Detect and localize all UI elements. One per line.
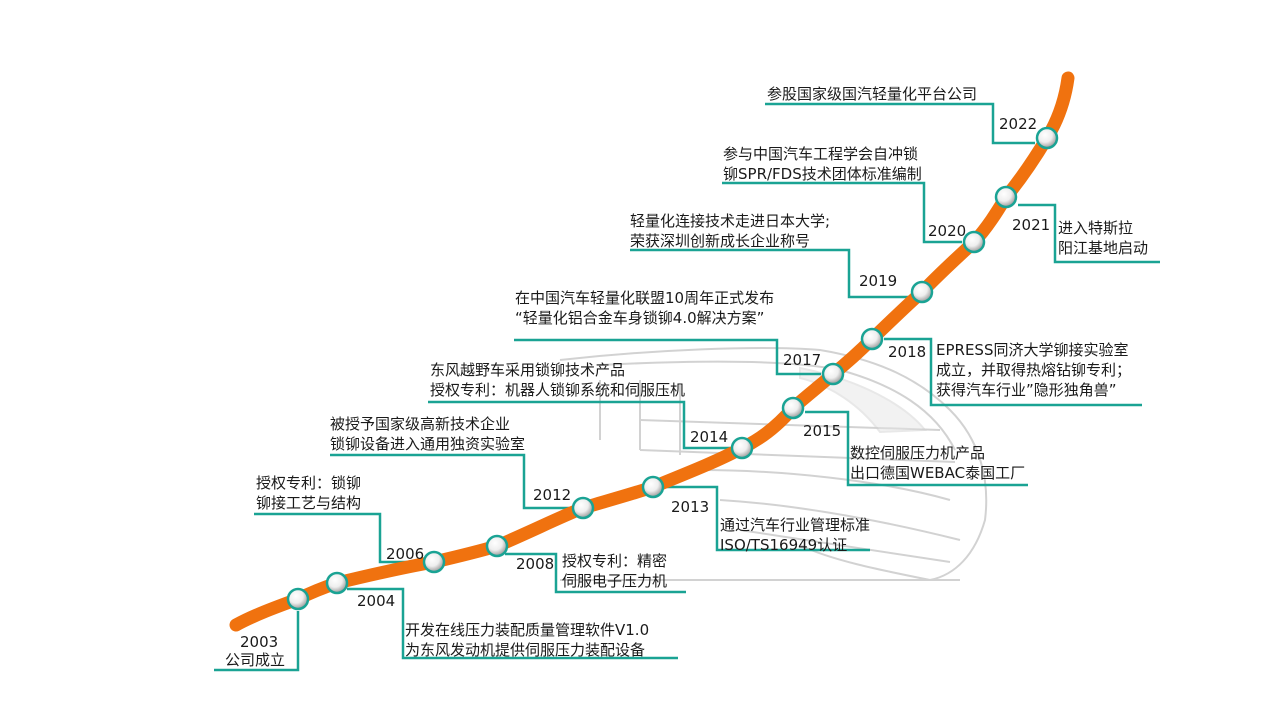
connector-line-2019: [630, 248, 910, 299]
milestone-text-2008: 授权专利：精密伺服电子压力机: [562, 551, 667, 591]
milestone-text-2020: 参与中国汽车工程学会自冲锁铆SPR/FDS技术团体标准编制: [723, 144, 922, 184]
milestone-text-2022: 参股国家级国汽轻量化平台公司: [767, 84, 977, 104]
timeline-node-2019: [910, 280, 934, 304]
year-label-2019: 2019: [859, 272, 898, 290]
year-label-2022: 2022: [999, 115, 1038, 133]
year-label-2006: 2006: [386, 545, 425, 563]
timeline-node-2014: [730, 436, 754, 460]
year-label-2020: 2020: [928, 222, 967, 240]
milestone-line: 进入特斯拉: [1058, 219, 1134, 237]
milestone-line: 轻量化连接技术走进日本大学;: [630, 212, 831, 230]
year-label-2017: 2017: [783, 351, 822, 369]
year-label-2014: 2014: [690, 428, 729, 446]
year-label-2015: 2015: [803, 422, 842, 440]
timeline-curve: [229, 71, 1075, 632]
timeline-node-2013: [641, 475, 665, 499]
milestone-line: 授权专利：精密: [562, 552, 668, 570]
milestone-line: 获得汽车行业”隐形独角兽”: [936, 381, 1117, 399]
connector-line-2013: [665, 485, 870, 552]
connector-line-2022: [765, 102, 1035, 145]
timeline-node-2012: [571, 496, 595, 520]
milestone-line: 阳江基地启动: [1058, 239, 1149, 257]
timeline-node-2008: [485, 534, 509, 558]
milestone-text-2021: 进入特斯拉阳江基地启动: [1058, 218, 1148, 258]
milestone-line: 开发在线压力装配质量管理软件V1.0: [405, 621, 650, 639]
timeline-node-2015: [781, 396, 805, 420]
milestone-line: 公司成立: [225, 651, 286, 669]
year-label-2013: 2013: [671, 498, 710, 516]
milestone-line: 为东风发动机提供伺服压力装配设备: [405, 641, 646, 659]
milestone-line: 授权专利：锁铆: [256, 474, 362, 492]
milestone-line: 锁铆设备进入通用独资实验室: [330, 435, 526, 453]
milestone-line: 参股国家级国汽轻量化平台公司: [767, 85, 978, 103]
timeline-node-2018: [860, 327, 884, 351]
milestone-text-2006: 授权专利：锁铆铆接工艺与结构: [256, 473, 361, 513]
year-label-2018: 2018: [888, 343, 927, 361]
milestone-line: 被授予国家级高新技术企业: [330, 415, 511, 433]
year-label-2004: 2004: [357, 592, 396, 610]
year-label-2008: 2008: [516, 555, 555, 573]
milestone-text-2019: 轻量化连接技术走进日本大学; 荣获深圳创新成长企业称号: [630, 211, 830, 251]
connector-line-2014: [428, 400, 730, 450]
milestone-line: 数控伺服压力机产品: [850, 444, 986, 462]
milestone-line: 伺服电子压力机: [562, 572, 668, 590]
milestone-line: 在中国汽车轻量化联盟10周年正式发布: [515, 289, 775, 307]
connector-line-2008: [505, 552, 686, 594]
milestone-line: 参与中国汽车工程学会自冲锁: [723, 145, 919, 163]
milestone-text-2017: 在中国汽车轻量化联盟10周年正式发布 “轻量化铝合金车身锁铆4.0解决方案”: [515, 288, 774, 328]
connector-line-2018: [884, 337, 1142, 407]
milestone-text-2012: 被授予国家级高新技术企业锁铆设备进入通用独资实验室: [330, 414, 525, 454]
timeline-node-2003: [286, 587, 310, 611]
milestone-text-2003: 公司成立: [225, 650, 285, 670]
timeline-node-2017: [821, 362, 845, 386]
milestone-line: ISO/TS16949认证: [720, 536, 848, 554]
milestone-line: 铆接工艺与结构: [256, 494, 362, 512]
connector-line-2020: [722, 181, 962, 244]
milestone-line: 出口德国WEBAC泰国工厂: [850, 464, 1026, 482]
connector-line-2012: [330, 453, 570, 510]
connector-line-2004: [347, 587, 678, 660]
milestone-line: 荣获深圳创新成长企业称号: [630, 232, 811, 250]
milestone-text-2014: 东风越野车采用锁铆技术产品授权专利：机器人锁铆系统和伺服压机: [430, 360, 685, 400]
year-label-2003: 2003: [240, 633, 279, 651]
connector-line-2003: [214, 611, 300, 672]
timeline-node-2021: [994, 185, 1018, 209]
timeline-node-2006: [422, 550, 446, 574]
milestone-line: “轻量化铝合金车身锁铆4.0解决方案”: [515, 309, 765, 327]
milestone-text-2013: 通过汽车行业管理标准 ISO/TS16949认证: [720, 515, 870, 555]
milestone-text-2018: EPRESS同济大学铆接实验室成立，并取得热熔钻铆专利； 获得汽车行业”隐形独角兽…: [936, 340, 1131, 400]
connector-line-2021: [1018, 203, 1160, 264]
milestone-line: EPRESS同济大学铆接实验室: [936, 341, 1129, 359]
timeline-node-2022: [1035, 126, 1059, 150]
milestone-text-2004: 开发在线压力装配质量管理软件V1.0 为东风发动机提供伺服压力装配设备: [405, 620, 649, 660]
year-label-2021: 2021: [1012, 216, 1051, 234]
timeline-node-2004: [325, 571, 349, 595]
milestone-line: 成立，并取得热熔钻铆专利；: [936, 361, 1132, 379]
timeline-node-2020: [962, 230, 986, 254]
connector-line-2017: [514, 338, 821, 376]
milestone-line: 授权专利：机器人锁铆系统和伺服压机: [430, 381, 686, 399]
timeline-nodes: [286, 126, 1059, 611]
year-label-2012: 2012: [533, 486, 572, 504]
connector-line-2015: [805, 410, 1028, 487]
milestone-line: 通过汽车行业管理标准: [720, 516, 871, 534]
milestone-line: 铆SPR/FDS技术团体标准编制: [723, 165, 922, 183]
milestone-line: 东风越野车采用锁铆技术产品: [430, 361, 626, 379]
milestone-text-2015: 数控伺服压力机产品出口德国WEBAC泰国工厂: [850, 443, 1025, 483]
connector-lines: [214, 102, 1160, 672]
